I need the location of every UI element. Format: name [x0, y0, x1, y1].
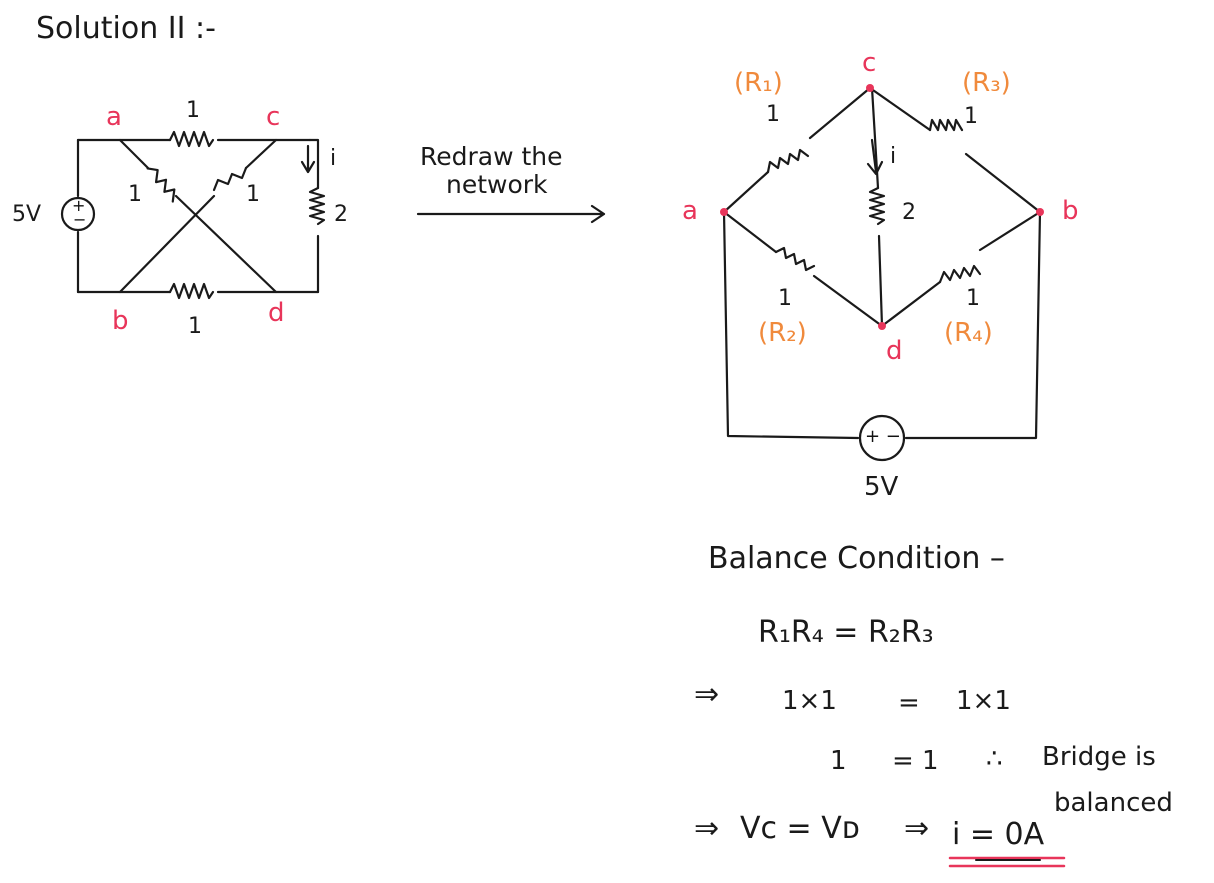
current-arrow-bridge: [866, 138, 884, 176]
resistor-diag-right: [212, 166, 248, 192]
balance-line2-left: 1×1: [782, 686, 837, 716]
redraw-arrow-icon: [416, 204, 606, 224]
bridge-R4-value: 1: [966, 286, 980, 311]
balance-line4-arrow1: ⇒: [694, 811, 720, 846]
bridge-R3-name: (R₃): [962, 68, 1011, 98]
bridge-R2-value: 1: [778, 286, 792, 311]
left-r-bottom-value: 1: [188, 314, 202, 339]
resistor-top-left: [168, 130, 215, 148]
balance-heading: Balance Condition –: [708, 541, 1005, 576]
left-r-right-value: 2: [334, 202, 348, 227]
resistor-right-2: [308, 186, 326, 226]
balance-line4-vc-vd: Vᴄ = Vᴅ: [740, 811, 860, 846]
resistor-diag-left: [146, 167, 176, 203]
left-circuit-wires: [76, 130, 326, 300]
left-node-c: c: [266, 102, 281, 132]
bridge-node-b: b: [1062, 196, 1079, 226]
resistor-R3: [928, 118, 964, 132]
bridge-wires: [722, 86, 1042, 440]
left-r-top-value: 1: [186, 98, 200, 123]
current-arrow-left: [300, 144, 316, 174]
balance-therefore-icon: ∴: [986, 744, 1003, 774]
resistor-center-2: [868, 186, 886, 226]
arrow-label-line2: network: [446, 170, 548, 199]
bridge-R3-value: 1: [964, 104, 978, 129]
bridge-source-label: 5V: [864, 472, 899, 502]
balance-line2-arrow: ⇒: [694, 677, 720, 712]
left-node-b: b: [112, 306, 129, 336]
bridge-node-dots: [720, 84, 1044, 330]
bridge-source-symbol: + −: [865, 426, 901, 447]
resistor-R2: [774, 246, 816, 272]
bridge-node-d: d: [886, 336, 903, 366]
arrow-label-line1: Redraw the: [420, 142, 563, 171]
result-underline: [948, 856, 1066, 868]
bridge-R1-value: 1: [766, 102, 780, 127]
bridge-R4-name: (R₄): [944, 318, 993, 348]
balance-line3-text2: balanced: [1054, 788, 1173, 818]
voltage-source-bridge-icon: [858, 414, 906, 462]
balance-result: i = 0A: [952, 817, 1045, 852]
left-node-d: d: [268, 298, 285, 328]
bridge-node-a: a: [682, 196, 698, 226]
resistor-bottom-left: [168, 282, 215, 300]
left-source-plus: +: [72, 196, 86, 215]
bridge-center-value: 2: [902, 200, 916, 225]
balance-line4-arrow2: ⇒: [904, 811, 930, 846]
left-source-minus: −: [73, 210, 87, 229]
left-node-a: a: [106, 102, 122, 132]
resistor-R1: [766, 148, 810, 174]
resistor-R4: [938, 264, 982, 284]
balance-line3-eq: = 1: [892, 746, 939, 776]
balance-line2-eq: =: [898, 688, 920, 718]
balance-line1: R₁R₄ = R₂R₃: [758, 615, 934, 650]
left-r-diag-left-value: 1: [128, 182, 142, 207]
balance-line3-left: 1: [830, 746, 847, 776]
balance-line2-right: 1×1: [956, 686, 1011, 716]
left-source-label: 5V: [12, 202, 42, 227]
voltage-source-left-icon: [60, 196, 96, 232]
bridge-R2-name: (R₂): [758, 318, 807, 348]
bridge-node-c: c: [862, 48, 877, 78]
bridge-R1-name: (R₁): [734, 68, 783, 98]
left-current-label: i: [330, 146, 337, 171]
bridge-current-label: i: [890, 144, 897, 169]
page-title: Solution II :-: [36, 11, 216, 46]
balance-line3-text1: Bridge is: [1042, 742, 1156, 772]
left-r-diag-right-value: 1: [246, 182, 260, 207]
